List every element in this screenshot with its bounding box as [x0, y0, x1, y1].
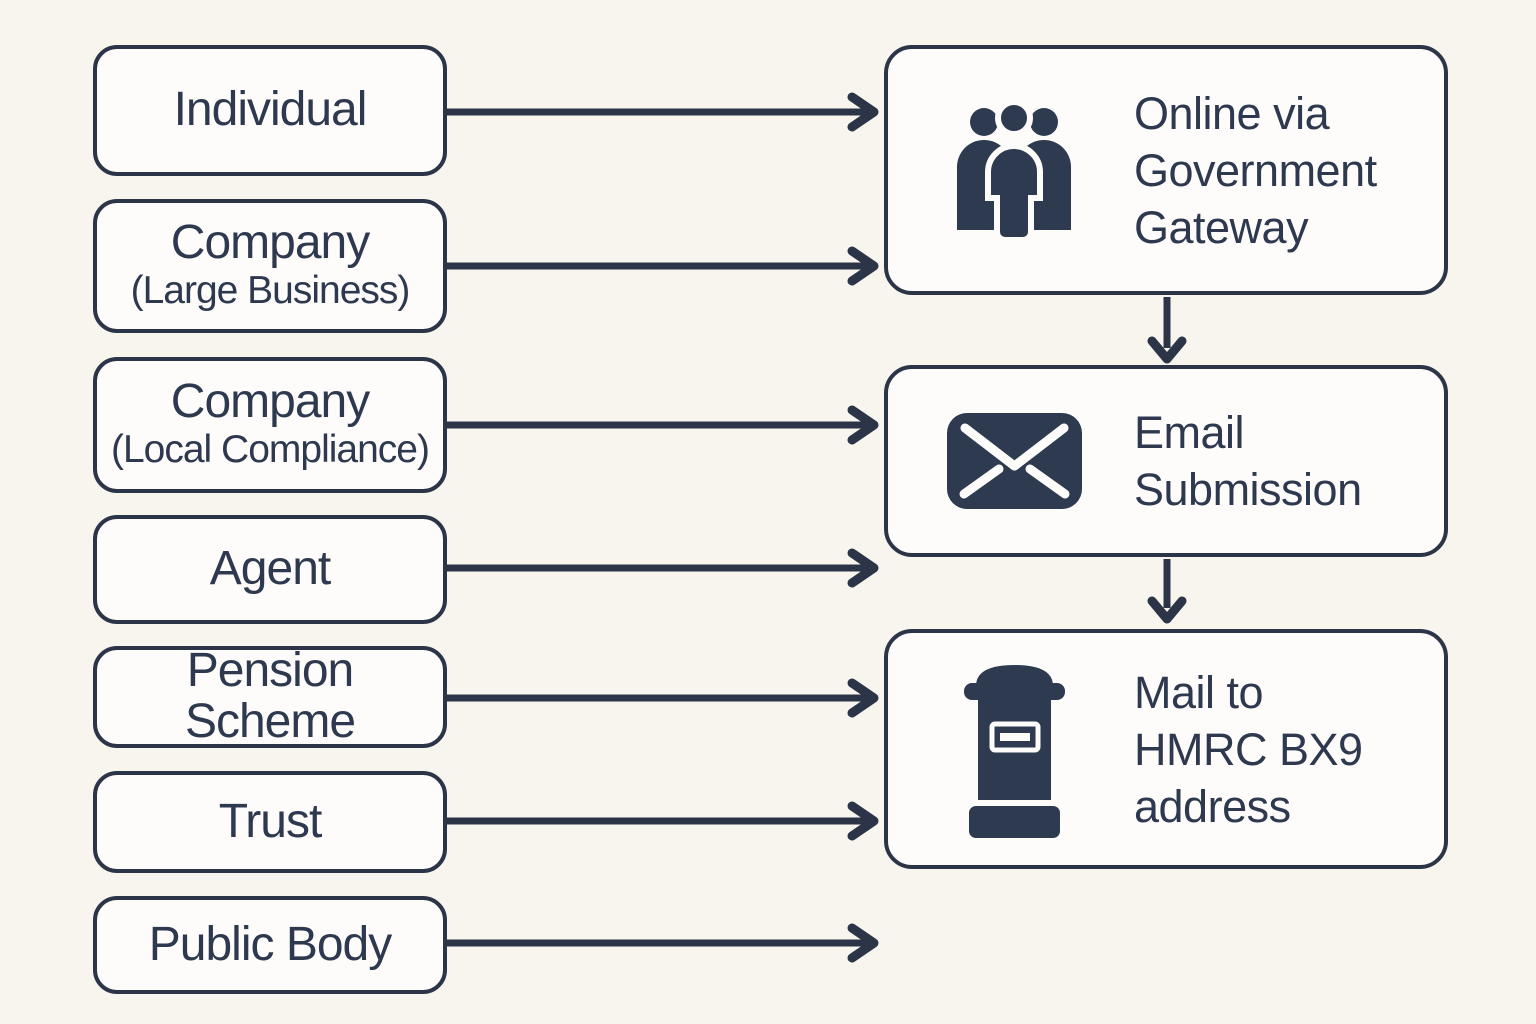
- method-box-mail-hmrc-bx9: Mail to HMRC BX9 address: [884, 629, 1448, 869]
- arrow-trust-to-mail: [447, 801, 879, 841]
- source-box-trust: Trust: [93, 771, 447, 873]
- source-sublabel: (Large Business): [130, 269, 411, 313]
- arrow-individual-to-online-gateway: [447, 92, 879, 132]
- source-box-public-body: Public Body: [93, 896, 447, 994]
- source-sublabel: (Local Compliance): [111, 428, 430, 472]
- method-box-email-submission: Email Submission: [884, 365, 1448, 557]
- source-box-company-large-business: Company (Large Business): [93, 199, 447, 333]
- method-label: Online via Government Gateway: [1134, 85, 1377, 256]
- arrow-company-large-to-online-gateway: [447, 246, 879, 286]
- source-box-company-local-compliance: Company (Local Compliance): [93, 357, 447, 493]
- method-label-line: Mail to: [1134, 666, 1264, 718]
- envelope-icon: [944, 413, 1084, 509]
- method-label-line: Government: [1134, 144, 1377, 196]
- source-box-agent: Agent: [93, 515, 447, 624]
- source-label: Public Body: [148, 917, 392, 971]
- people-icon: [944, 100, 1084, 240]
- method-label-line: Email: [1134, 407, 1245, 458]
- method-box-online-government-gateway: Online via Government Gateway: [884, 45, 1448, 295]
- arrow-email-to-mail: [1147, 559, 1187, 624]
- method-label: Mail to HMRC BX9 address: [1134, 664, 1363, 835]
- source-box-individual: Individual: [93, 45, 447, 176]
- source-label: Trust: [218, 794, 323, 848]
- source-label: Company: [170, 375, 370, 429]
- method-label-line: Gateway: [1134, 201, 1309, 253]
- method-label: Email Submission: [1134, 404, 1362, 518]
- arrow-agent-to-email: [447, 548, 879, 588]
- arrow-online-gateway-to-email: [1147, 297, 1187, 364]
- arrow-company-local-to-email: [447, 405, 879, 445]
- postbox-icon: [944, 654, 1084, 844]
- method-label-line: Online via: [1134, 87, 1330, 139]
- source-label: Company: [170, 216, 370, 270]
- source-label: Individual: [173, 83, 368, 137]
- method-label-line: HMRC BX9: [1134, 723, 1363, 775]
- arrow-public-body: [447, 923, 879, 963]
- source-label: Agent: [209, 542, 331, 596]
- method-label-line: Submission: [1134, 464, 1362, 515]
- source-label: Pension Scheme: [184, 644, 356, 748]
- source-box-pension-scheme: Pension Scheme: [93, 644, 447, 748]
- arrow-pension-scheme-to-mail: [447, 678, 879, 718]
- method-label-line: address: [1134, 780, 1291, 832]
